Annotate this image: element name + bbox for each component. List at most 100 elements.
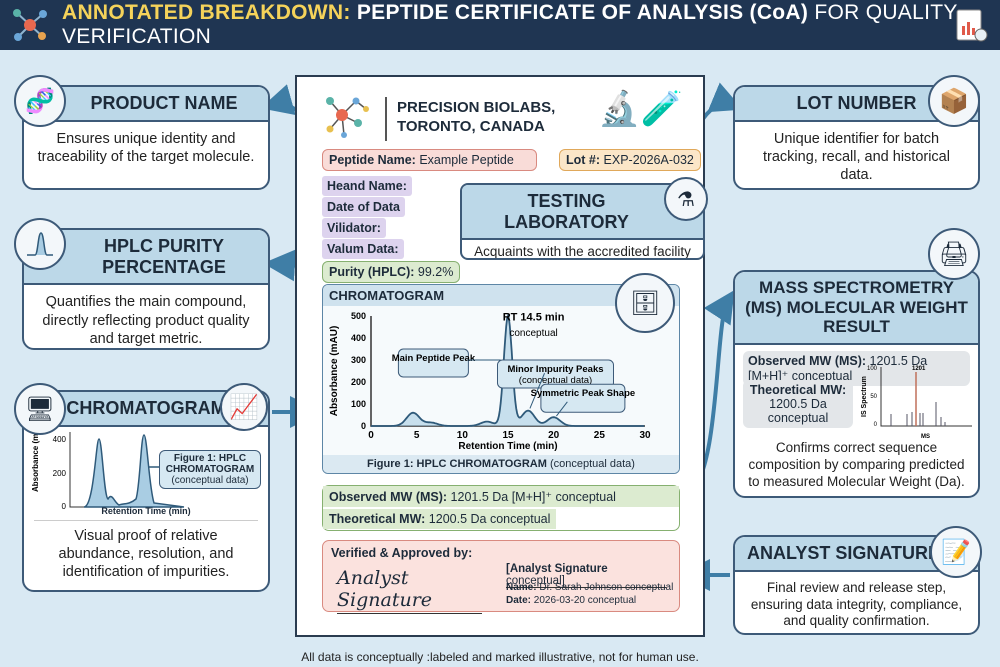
lab-name: PRECISION BIOLABS,TORONTO, CANADA <box>397 99 555 137</box>
chart-icon: 📈 <box>220 383 268 431</box>
main-peak-label: Main Peptide Peak <box>392 353 476 364</box>
label: Theoretical MW: <box>749 383 847 397</box>
package-icon: 📦 <box>928 75 980 127</box>
purity-field: Purity (HPLC): 99.2% <box>322 261 461 283</box>
label: Date: <box>506 595 532 606</box>
document-chart-icon <box>956 9 988 42</box>
value: Example Peptide <box>419 153 514 167</box>
label: Lot #: <box>566 153 601 167</box>
lab-city: TORONTO, CANADA <box>397 117 545 135</box>
approval-date: Date: 2026-03-20 conceptual <box>506 595 636 606</box>
label: Observed MW (MS): <box>748 353 867 368</box>
minor-peaks-sublabel: (conceptual data) <box>519 375 592 386</box>
hplc-system-icon: 🗄 <box>615 273 675 333</box>
value: 1200.5 Da conceptual <box>428 512 551 526</box>
callout-sub: (conceptual data) <box>171 475 249 486</box>
theoretical-mw: Theoretical MW:1200.5 Da conceptual <box>743 380 853 428</box>
mini-chromatogram: Absorbance (mAU) 0 200 400 <box>31 427 185 511</box>
symmetric-peak-callout <box>540 383 626 413</box>
title-rest: FOR QUALITY VERIFICATION <box>62 1 958 48</box>
field-label: Heand Name: <box>322 176 412 196</box>
x-tick: 15 <box>502 430 514 441</box>
peak-label: 1201 <box>912 366 926 372</box>
tick: 400 <box>53 435 67 444</box>
y-tick: 500 <box>351 311 366 321</box>
label: Observed MW (MS): <box>329 490 448 504</box>
axis-label: Absorbance (mAU) <box>31 427 40 492</box>
caption-rest: conceptual] <box>506 575 565 587</box>
x-tick: 20 <box>548 430 560 441</box>
lab-name-line: PRECISION BIOLABS, <box>397 99 556 116</box>
axis-label: MS <box>921 434 930 440</box>
signature-caption: [Analyst Signature conceptual] <box>506 563 666 588</box>
panel-title: CHROMATOGRAM <box>323 285 679 306</box>
card-body: Acquaints with the accredited facility p… <box>474 244 691 260</box>
verified-label: Verified & Approved by: <box>331 546 473 560</box>
rt-sublabel: conceptual <box>509 328 557 339</box>
hplc-instrument-icon: 🖥 <box>14 383 66 435</box>
analyst-name: Name: Dr. Sarah Johnson conceptual <box>506 582 673 593</box>
x-tick: 25 <box>594 430 606 441</box>
x-tick: 30 <box>639 430 651 441</box>
value: 1201.5 Da [M+H]⁺ conceptual <box>748 353 928 383</box>
field-label: Vilidator: <box>322 218 386 238</box>
peak-chart-icon <box>14 218 66 270</box>
tick: 100 <box>867 366 878 372</box>
tick: 0 <box>62 502 67 511</box>
value: 99.2% <box>417 265 454 279</box>
analyst-signature: Analyst Signature <box>337 567 482 614</box>
hplc-purity-card: HPLC PURITY PERCENTAGE Quantifies the ma… <box>22 228 270 350</box>
card-body: Confirms correct sequence composition by… <box>748 440 965 489</box>
approval-panel: Verified & Approved by: Analyst Signatur… <box>322 540 680 614</box>
header-bar: ANNOTATED BREAKDOWN: PEPTIDE CERTIFICATE… <box>0 0 1000 50</box>
ms-spectrum: IS Spectrum 100 50 0 1201 MS <box>861 366 972 440</box>
flask-icon: ⚗ <box>664 177 708 221</box>
molecule-logo-icon <box>326 97 369 138</box>
card-title: MASS SPECTROMETRY (MS) MOLECULAR WEIGHT … <box>735 272 978 345</box>
molecule-icon <box>13 9 47 41</box>
dna-icon: 🧬 <box>14 75 66 127</box>
figure-caption: Figure 1: HPLC CHROMATOGRAM (conceptual … <box>323 455 679 473</box>
divider <box>385 97 387 141</box>
y-tick: 100 <box>351 399 366 409</box>
y-tick: 200 <box>351 377 366 387</box>
symmetric-peak-pointer <box>556 401 568 417</box>
tick: 50 <box>870 394 877 400</box>
caption-bold: Figure 1: HPLC CHROMATOGRAM <box>367 458 547 470</box>
microscope-test-tubes-icon: 🔬🧪 <box>598 90 683 128</box>
coa-document: PRECISION BIOLABS,TORONTO, CANADA 🔬🧪 Pep… <box>295 75 705 637</box>
card-body: Quantifies the main compound, directly r… <box>42 294 250 347</box>
figure-callout: Figure 1: HPLC CHROMATOGRAM(conceptual d… <box>159 450 261 489</box>
label: Purity (HPLC): <box>329 265 415 279</box>
observed-mw-field: Observed MW (MS): 1201.5 Da [M+H]⁺ conce… <box>323 486 679 507</box>
callout-title: Figure 1: HPLC CHROMATOGRAM <box>165 453 255 475</box>
label: Peptide Name: <box>329 153 416 167</box>
symmetric-peak-label: Symmetric Peak Shape <box>531 388 636 399</box>
field-label: Valum Data: <box>322 239 404 259</box>
value: 1201.5 Da [M+H]⁺ conceptual <box>450 490 616 504</box>
x-tick: 0 <box>368 430 374 441</box>
value: Dr. Sarah Johnson conceptual <box>539 582 674 593</box>
axis-label: IS Spectrum <box>861 376 868 417</box>
title-highlight: ANNOTATED BREAKDOWN: <box>62 1 351 24</box>
caption-bold: [Analyst Signature <box>506 563 608 575</box>
card-title: PRODUCT NAME <box>24 87 268 122</box>
card-body: Ensures unique identity and traceability… <box>37 130 255 165</box>
mass-spectrometer-icon: 🖨 <box>928 228 980 280</box>
value: 2026-03-20 conceptual <box>533 595 637 606</box>
page-title: ANNOTATED BREAKDOWN: PEPTIDE CERTIFICATE… <box>62 1 1000 49</box>
y-tick: 300 <box>351 355 366 365</box>
observed-mw: Observed MW (MS): 1201.5 Da [M+H]⁺ conce… <box>743 350 970 386</box>
mw-panel: Observed MW (MS): 1201.5 Da [M+H]⁺ conce… <box>322 485 680 531</box>
card-title: TESTING LABORATORY <box>462 185 703 241</box>
card-body: Unique identifier for batch tracking, re… <box>763 130 950 183</box>
title-main: PEPTIDE CERTIFICATE OF ANALYSIS (CoA) <box>356 1 809 24</box>
y-tick: 400 <box>351 333 366 343</box>
card-body: Final review and release step, ensuring … <box>750 579 963 629</box>
card-body: Visual proof of relative abundance, reso… <box>34 519 258 589</box>
peptide-name-field: Peptide Name: Example Peptide <box>322 149 537 171</box>
x-tick: 5 <box>414 430 420 441</box>
label: Theoretical MW: <box>329 512 426 526</box>
value: EXP-2026A-032 <box>603 153 694 167</box>
